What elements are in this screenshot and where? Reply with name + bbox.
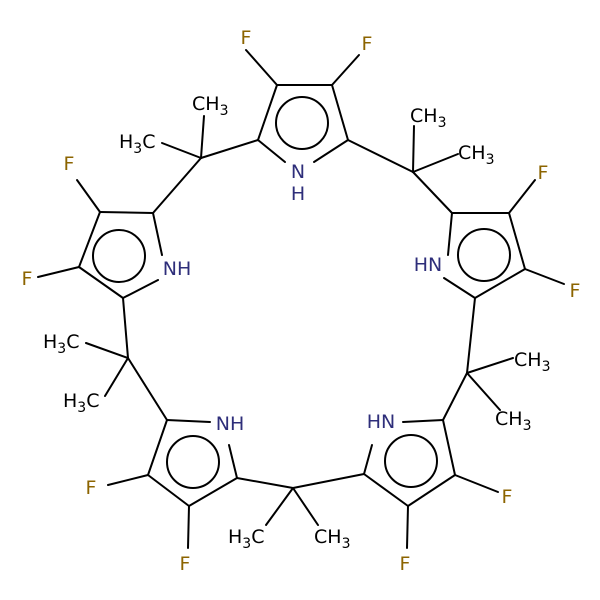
fluorine-label-8: F <box>502 486 513 508</box>
bond-51 <box>402 419 444 423</box>
bond-8 <box>347 139 414 173</box>
bond-54 <box>454 474 499 493</box>
fluorine-label-5: F <box>570 280 581 302</box>
bond-40 <box>228 444 238 479</box>
methyl-label-8: H3C <box>228 526 265 552</box>
bond-20 <box>76 179 101 213</box>
nitrogen-label-top: N <box>291 161 305 183</box>
bond-44 <box>236 477 294 489</box>
bond-14 <box>412 171 453 214</box>
hydrogen-label-top: H <box>291 183 305 205</box>
aromatic-ring-1 <box>92 229 146 283</box>
bond-21 <box>37 266 80 278</box>
fluorine-label-1: F <box>362 33 373 55</box>
fluorine-label-6: F <box>86 477 97 499</box>
bond-13 <box>412 153 459 173</box>
bond-11 <box>152 157 202 214</box>
bond-18 <box>122 279 159 299</box>
bonds <box>37 49 565 549</box>
bond-25 <box>474 268 526 299</box>
aromatic-ring-4 <box>384 434 438 488</box>
fluorine-label-9: F <box>400 553 411 575</box>
bond-5 <box>245 49 278 86</box>
nitrogen-label-right: HN <box>414 254 443 276</box>
bond-7 <box>200 139 259 159</box>
methyl-label-4: H3C <box>43 331 80 357</box>
methyl-label-9: CH3 <box>314 526 350 552</box>
aromatic-ring-0 <box>275 96 329 150</box>
bond-47 <box>292 473 365 489</box>
methyl-label-2: CH3 <box>410 105 446 131</box>
methyl-label-7: CH3 <box>495 408 531 434</box>
bond-46 <box>292 487 319 526</box>
bond-42 <box>107 474 149 486</box>
bond-2 <box>331 84 349 141</box>
fluorine-label-4: F <box>538 162 549 184</box>
bond-19 <box>152 212 163 256</box>
nitrogen-label-bottom-left: NH <box>216 413 245 435</box>
bond-15 <box>99 211 154 214</box>
bond-39 <box>188 477 238 507</box>
aromatic-circles <box>92 96 511 489</box>
bond-52 <box>363 444 373 475</box>
bond-3 <box>313 139 349 163</box>
bond-35 <box>466 372 501 411</box>
bond-17 <box>78 266 124 299</box>
bond-53 <box>406 505 409 549</box>
bond-10 <box>161 142 202 159</box>
bond-31 <box>85 342 129 359</box>
bond-34 <box>466 357 514 374</box>
nitrogen-label-left: NH <box>163 258 192 280</box>
bond-33 <box>127 357 168 421</box>
bond-36 <box>442 372 468 421</box>
fluorine-label-0: F <box>241 27 252 49</box>
fluorine-label-2: F <box>64 153 75 175</box>
fluorine-label-3: F <box>22 268 33 290</box>
bond-12 <box>412 125 415 173</box>
bond-48 <box>363 473 409 507</box>
bond-22 <box>122 297 129 359</box>
bond-24 <box>508 212 526 270</box>
bond-26 <box>443 277 476 299</box>
fluorine-label-7: F <box>180 553 191 575</box>
bond-37 <box>147 419 168 476</box>
aromatic-ring-3 <box>166 435 220 489</box>
bond-32 <box>104 357 129 397</box>
methyl-label-1: H3C <box>119 131 156 157</box>
methyl-label-0: CH3 <box>192 93 228 119</box>
bond-16 <box>78 211 101 268</box>
methyl-label-3: CH3 <box>458 142 494 168</box>
bond-9 <box>200 115 205 159</box>
methyl-label-5: H3C <box>63 390 100 416</box>
bond-43 <box>187 505 190 549</box>
bond-29 <box>524 268 565 285</box>
bond-0 <box>257 84 278 141</box>
bond-38 <box>147 474 190 507</box>
bond-49 <box>407 474 456 507</box>
bond-30 <box>466 297 476 374</box>
bond-4 <box>257 139 286 163</box>
aromatic-ring-2 <box>457 228 511 282</box>
bond-6 <box>331 54 360 86</box>
bond-41 <box>166 419 211 423</box>
bond-28 <box>508 179 536 214</box>
bond-45 <box>265 487 294 526</box>
nitrogen-label-bottom-right: HN <box>367 411 396 433</box>
bond-27 <box>447 212 453 256</box>
bond-50 <box>442 419 456 476</box>
methyl-label-6: CH3 <box>514 349 550 375</box>
